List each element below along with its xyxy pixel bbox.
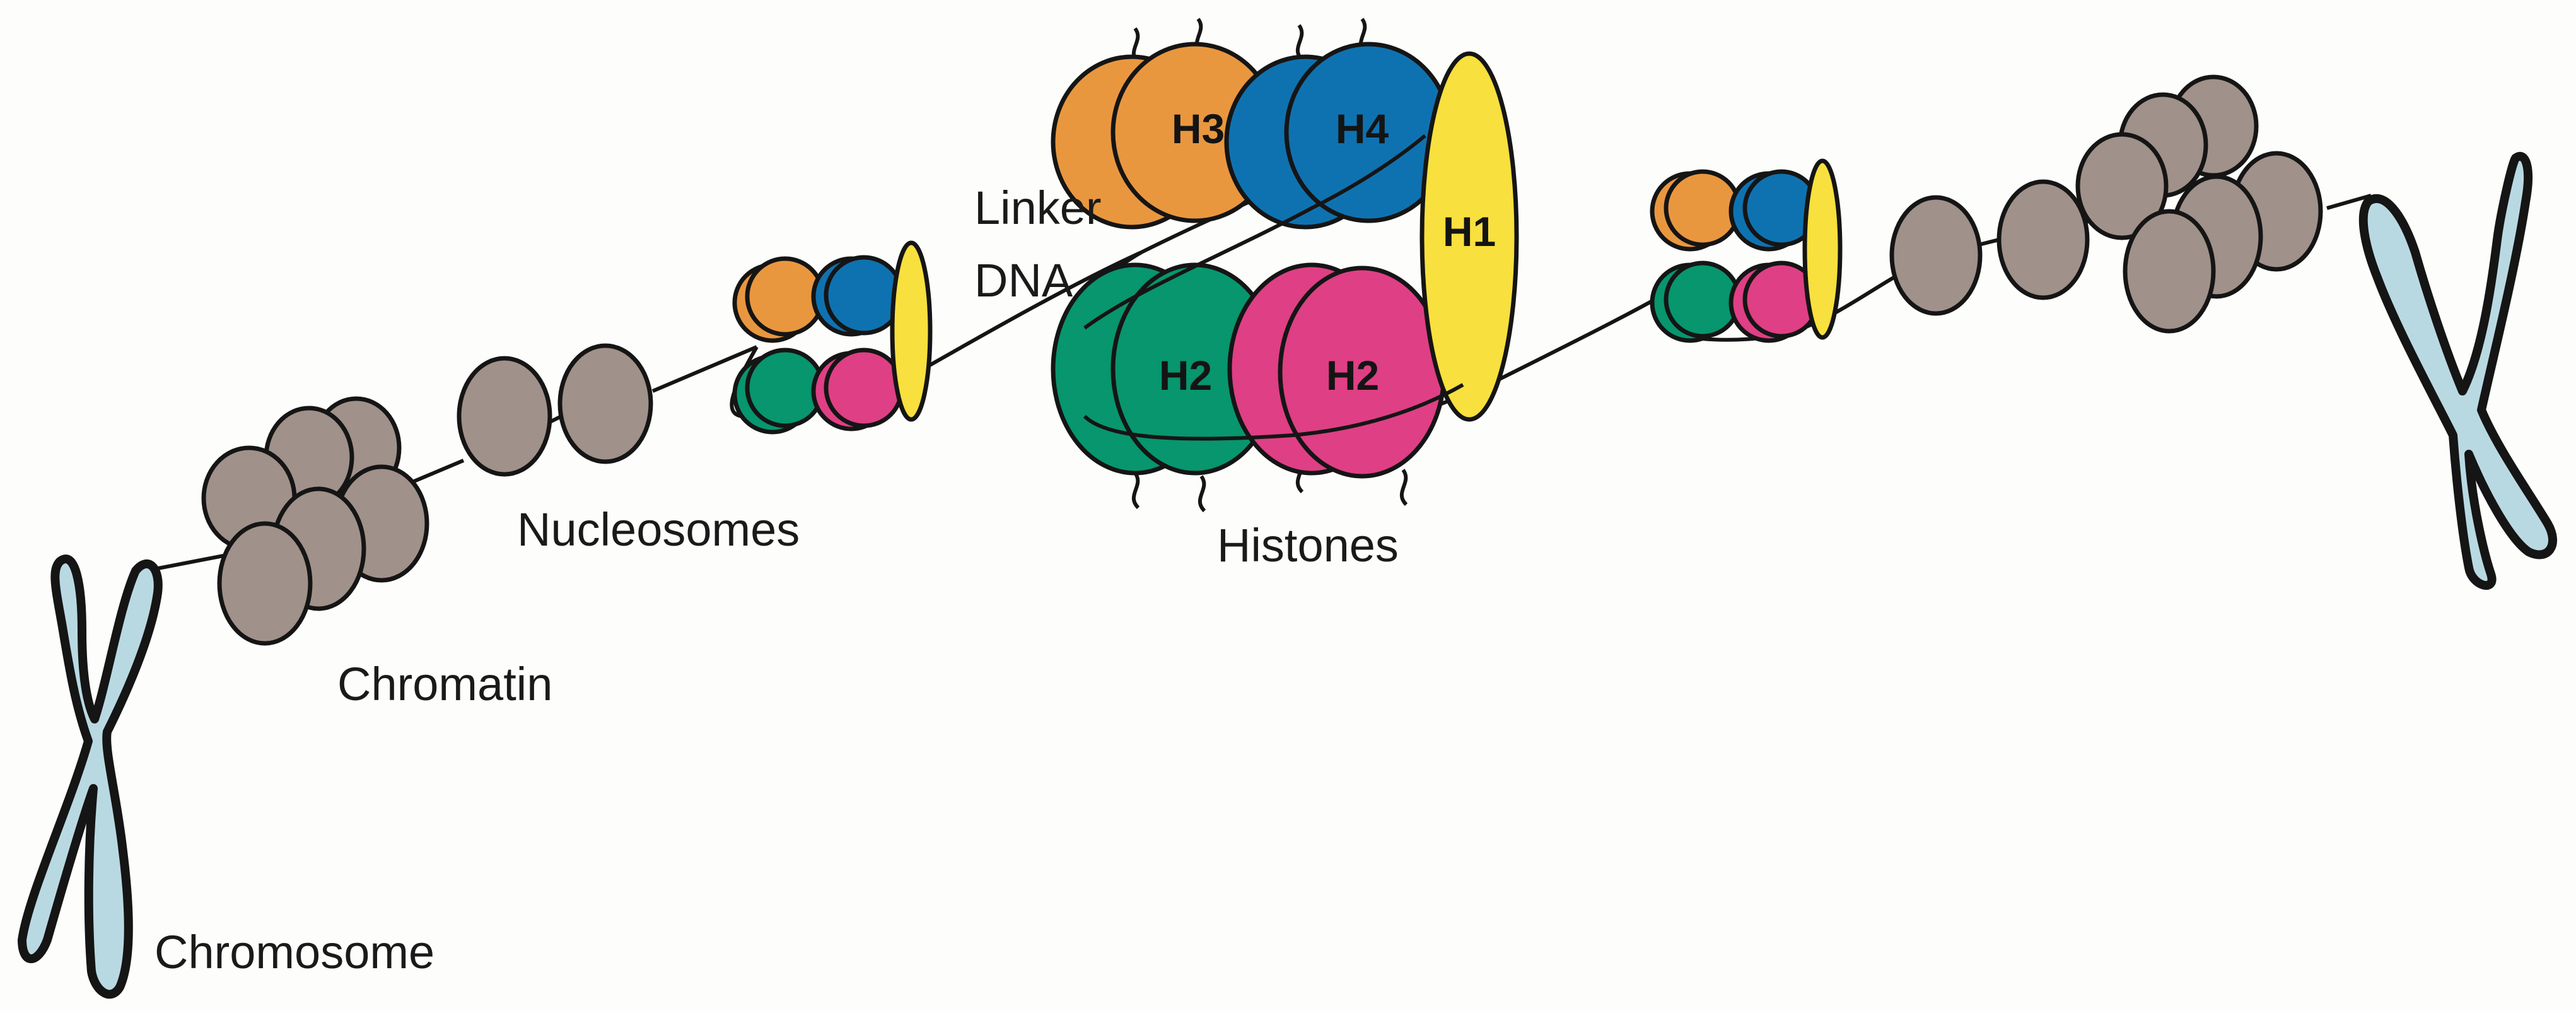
small-nucleosome-right [1650,158,1843,343]
linker-dna-label-line2: DNA [974,254,1073,307]
h2-pink-label: H2 [1326,352,1379,399]
chromatin-label: Chromatin [337,658,552,710]
h3-label: H3 [1172,105,1225,152]
h2-green-label: H2 [1159,352,1212,399]
chromosome-left [18,554,163,999]
nucleosome-beads-right [1889,179,2090,316]
nucleosome-beads-left [457,343,653,477]
dna-wrap-large [1083,134,1464,441]
chromosome-right [2358,151,2558,590]
chromosome-label: Chromosome [154,926,434,978]
h1-label: H1 [1443,208,1496,255]
h4-label: H4 [1336,105,1389,152]
small-nucleosome-left [732,240,933,435]
histones-label: Histones [1217,519,1399,571]
h1-linker-histone [1419,51,1519,422]
nucleosomes-label: Nucleosomes [517,503,800,556]
linker-dna-label-line1: Linker [974,182,1102,234]
chromatin-cluster-right [2075,74,2323,334]
chromatin-cluster-left [201,396,429,646]
